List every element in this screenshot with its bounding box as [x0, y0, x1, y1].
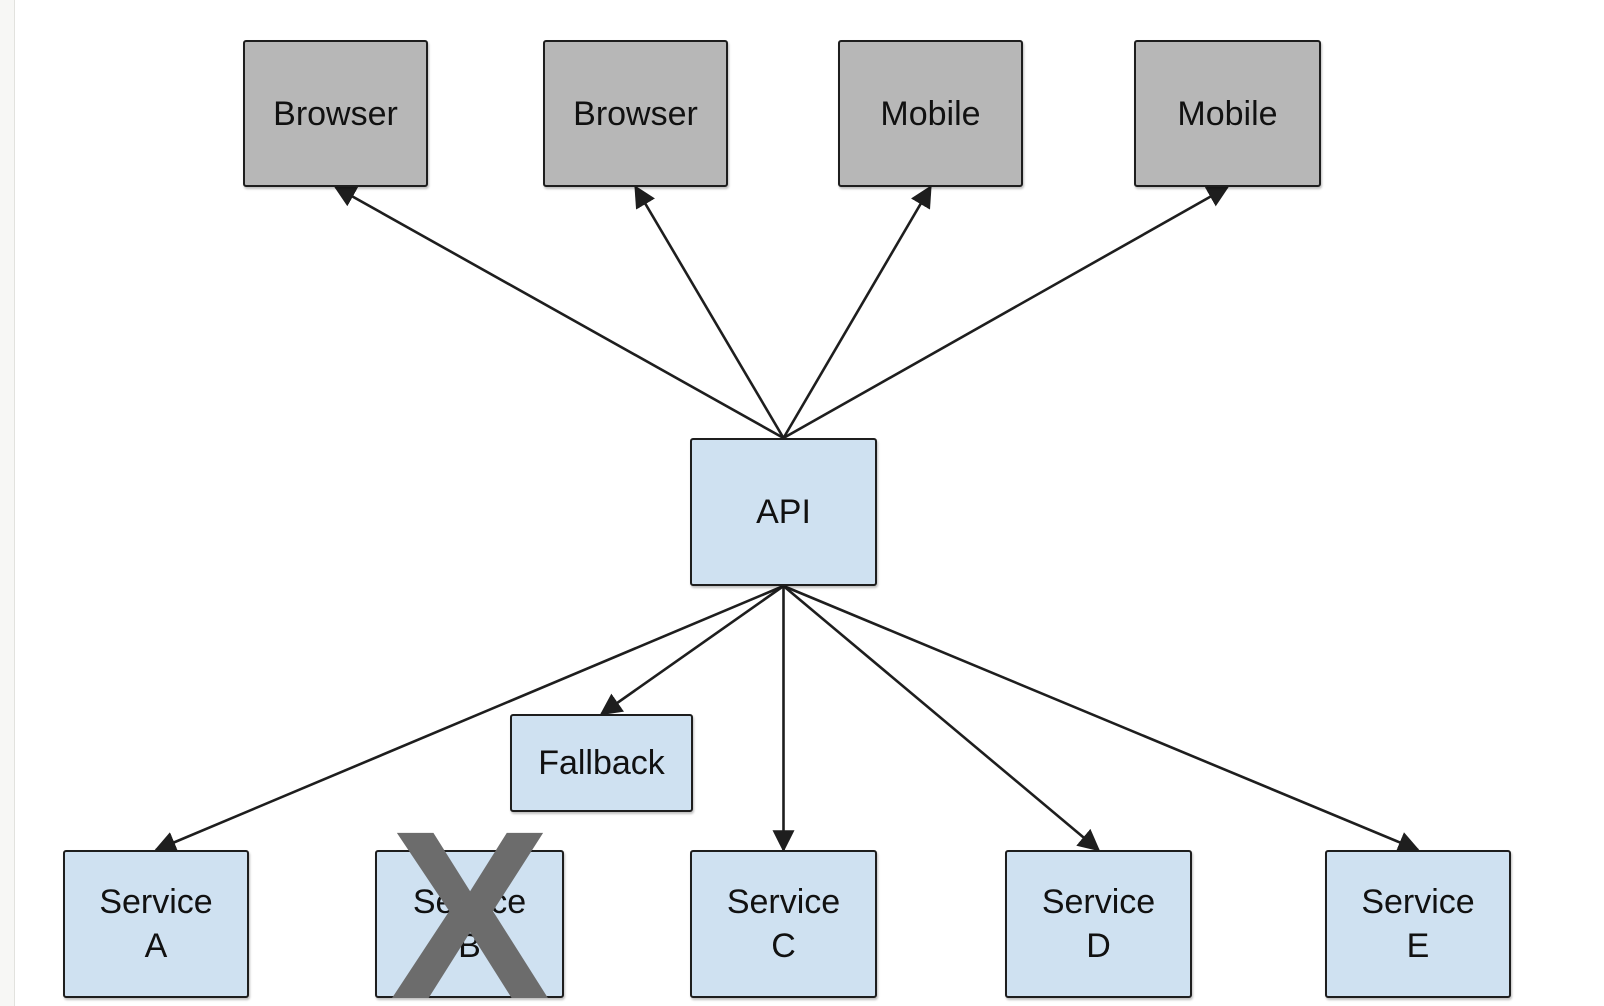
edge-api-to-mobile-2 [782, 185, 1230, 440]
node-service-b: Service B [375, 850, 564, 998]
edge-api-to-browser-2 [634, 185, 785, 439]
node-service-e: Service E [1325, 850, 1511, 998]
node-fallback: Fallback [510, 714, 693, 812]
node-label: Mobile [880, 94, 981, 133]
edge-api-to-browser-1 [333, 185, 785, 440]
left-edge-strip [0, 0, 15, 1006]
edge-api-to-service-a [153, 584, 785, 853]
node-api: API [690, 438, 877, 586]
node-service-c: Service C [690, 850, 877, 998]
node-label: Service C [726, 883, 841, 965]
node-mobile-2: Mobile [1134, 40, 1321, 187]
node-service-a: Service A [63, 850, 249, 998]
node-service-d: Service D [1005, 850, 1192, 998]
node-browser-2: Browser [543, 40, 728, 187]
node-label: Service A [99, 883, 213, 965]
edge-api-to-service-e [783, 584, 1421, 853]
edge-api-to-service-d [782, 585, 1101, 852]
node-label: Fallback [538, 744, 665, 782]
node-label: Mobile [1177, 94, 1278, 133]
node-mobile-1: Mobile [838, 40, 1023, 187]
node-browser-1: Browser [243, 40, 428, 187]
node-label: Service E [1361, 883, 1475, 965]
node-label: Service D [1041, 883, 1156, 965]
edge-api-to-mobile-1 [782, 185, 932, 439]
node-label: Service B [412, 883, 527, 965]
edge-api-to-fallback [599, 584, 785, 716]
node-label: Browser [573, 94, 698, 133]
node-label: Browser [273, 94, 398, 133]
node-label: API [756, 493, 811, 531]
